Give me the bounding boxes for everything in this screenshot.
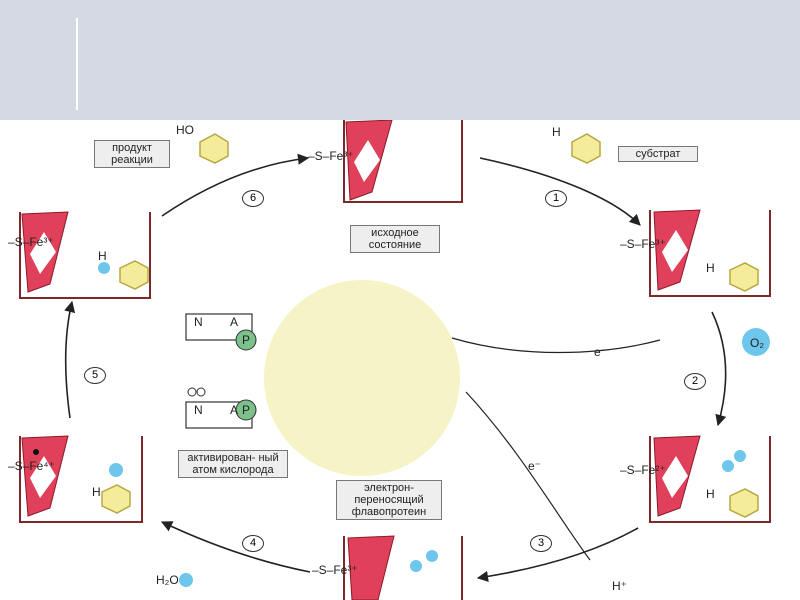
oxygen-molecule-icon bbox=[742, 328, 770, 356]
substrate-bound-h-label: H bbox=[706, 261, 715, 275]
electron-lower-label: e⁻ bbox=[528, 459, 542, 473]
fe4-h-label: H bbox=[92, 485, 101, 499]
reductase-upper-p: P bbox=[242, 333, 251, 347]
reductase-upper-a: A bbox=[230, 315, 239, 329]
activated-oxygen-label: активирован- ный атом кислорода bbox=[178, 450, 288, 478]
fe4-label: –S–Fe⁴⁺ bbox=[8, 459, 55, 473]
arrow-step-2 bbox=[711, 311, 727, 427]
initial-state-label: исходное состояние bbox=[350, 225, 440, 253]
step-5-badge: 5 bbox=[84, 367, 106, 384]
reductase-lower-p: P bbox=[242, 403, 251, 417]
product-bound-h-label: H bbox=[98, 249, 107, 263]
arrow-step-1 bbox=[479, 157, 641, 226]
step-2-badge: 2 bbox=[684, 373, 706, 390]
substrate-label: субстрат bbox=[618, 146, 698, 162]
hydroxyl-label: HO bbox=[176, 123, 194, 137]
substrate-ring bbox=[571, 133, 601, 164]
arrow-step-3 bbox=[476, 527, 639, 583]
water-oxygen-icon bbox=[179, 573, 193, 587]
arrow-step-5 bbox=[64, 300, 76, 419]
fe3-substrate-label: –S–Fe³⁺ bbox=[620, 237, 666, 251]
reductase-upper-n: N bbox=[194, 315, 203, 329]
heme-initial-state bbox=[343, 120, 463, 203]
reductase-upper-icon bbox=[185, 313, 257, 351]
oxygen-label: O₂ bbox=[750, 336, 764, 350]
cytochrome-p450-cycle-diagram bbox=[19, 120, 771, 600]
fe2-h-label: H bbox=[706, 487, 715, 501]
header-divider bbox=[76, 18, 78, 110]
fe2-label: –S–Fe²⁺ bbox=[620, 463, 666, 477]
fe3-peroxo-label: –S–Fe³⁺ bbox=[312, 563, 358, 577]
product-ring bbox=[199, 133, 229, 164]
heme-oxygen-bound bbox=[649, 435, 771, 523]
proton-label: H⁺ bbox=[612, 579, 627, 593]
product-label: продукт реакции bbox=[94, 140, 170, 168]
reductase-lower-icon bbox=[185, 387, 257, 429]
fe3-initial-label: –S–Fe³⁺ bbox=[308, 149, 354, 163]
step-6-badge: 6 bbox=[242, 190, 264, 207]
electron-path-lower bbox=[465, 391, 591, 561]
flavoprotein-disc bbox=[264, 280, 460, 476]
step-4-badge: 4 bbox=[242, 535, 264, 552]
step-1-badge: 1 bbox=[545, 190, 567, 207]
arrow-step-6 bbox=[161, 153, 310, 217]
heme-activated-oxygen bbox=[19, 435, 143, 523]
electron-path-upper bbox=[451, 337, 661, 354]
electron-upper-label: e⁻ bbox=[594, 345, 608, 359]
substrate-h-label: H bbox=[552, 125, 561, 139]
heme-peroxo bbox=[343, 535, 463, 600]
flavoprotein-label: электрон- переносящий флавопротеин bbox=[336, 480, 442, 520]
reductase-lower-a: A bbox=[230, 403, 239, 417]
heme-substrate-bound bbox=[649, 209, 771, 297]
reductase-lower-n: N bbox=[194, 403, 203, 417]
water-label: H₂O bbox=[156, 573, 179, 587]
slide-header bbox=[0, 0, 800, 120]
fe3-product-label: –S–Fe³⁺ bbox=[8, 235, 54, 249]
step-3-badge: 3 bbox=[530, 535, 552, 552]
heme-product-bound bbox=[19, 211, 151, 299]
arrow-step-4 bbox=[160, 521, 311, 573]
